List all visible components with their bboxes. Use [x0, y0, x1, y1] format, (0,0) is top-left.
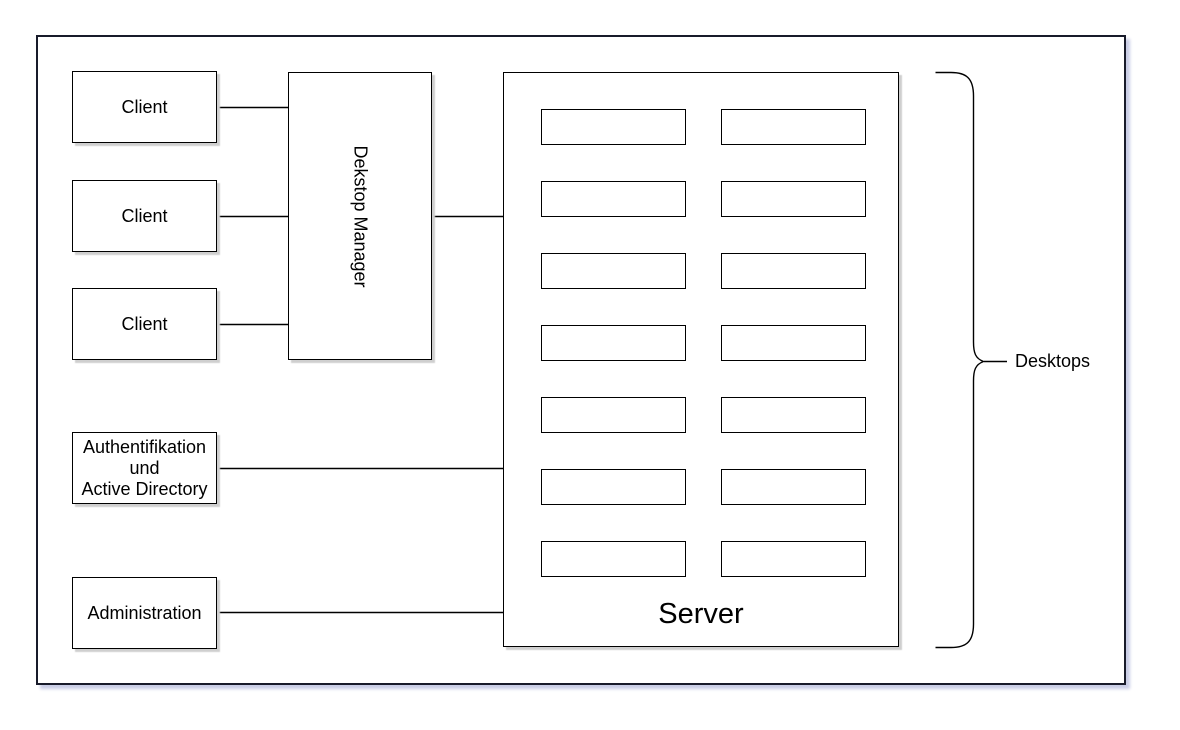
auth-active-directory-box: Authentifikation und Active Directory: [72, 432, 217, 504]
client-label: Client: [121, 313, 168, 334]
desktop-slot: [721, 469, 866, 505]
desktop-slot: [541, 397, 686, 433]
desktop-slot: [721, 325, 866, 361]
desktop-slot: [721, 181, 866, 217]
auth-label-line: und: [129, 457, 160, 478]
desktop-slot: [721, 397, 866, 433]
administration-label: Administration: [87, 602, 202, 623]
desktop-slot: [721, 541, 866, 577]
desktop-slot: [541, 325, 686, 361]
desktop-slot: [541, 109, 686, 145]
desktops-label: Desktops: [1015, 351, 1091, 371]
client-label: Client: [121, 96, 168, 117]
desktop-manager-label: Dekstop Manager: [350, 144, 371, 288]
desktop-manager-box: Dekstop Manager: [288, 72, 432, 360]
desktop-slot: [541, 541, 686, 577]
client-label: Client: [121, 205, 168, 226]
auth-label-line: Authentifikation: [82, 436, 207, 457]
desktop-slot: [541, 469, 686, 505]
server-box: Server: [503, 72, 899, 647]
client-box-3: Client: [72, 288, 217, 360]
auth-label-line: Active Directory: [81, 478, 208, 499]
administration-box: Administration: [72, 577, 217, 649]
client-box-1: Client: [72, 71, 217, 143]
desktop-slot: [541, 181, 686, 217]
desktop-slot: [541, 253, 686, 289]
desktop-slot: [721, 253, 866, 289]
desktop-slot: [721, 109, 866, 145]
server-slot-grid: [541, 109, 867, 577]
server-label: Server: [658, 598, 744, 630]
auth-label: Authentifikation und Active Directory: [81, 437, 207, 500]
client-box-2: Client: [72, 180, 217, 252]
